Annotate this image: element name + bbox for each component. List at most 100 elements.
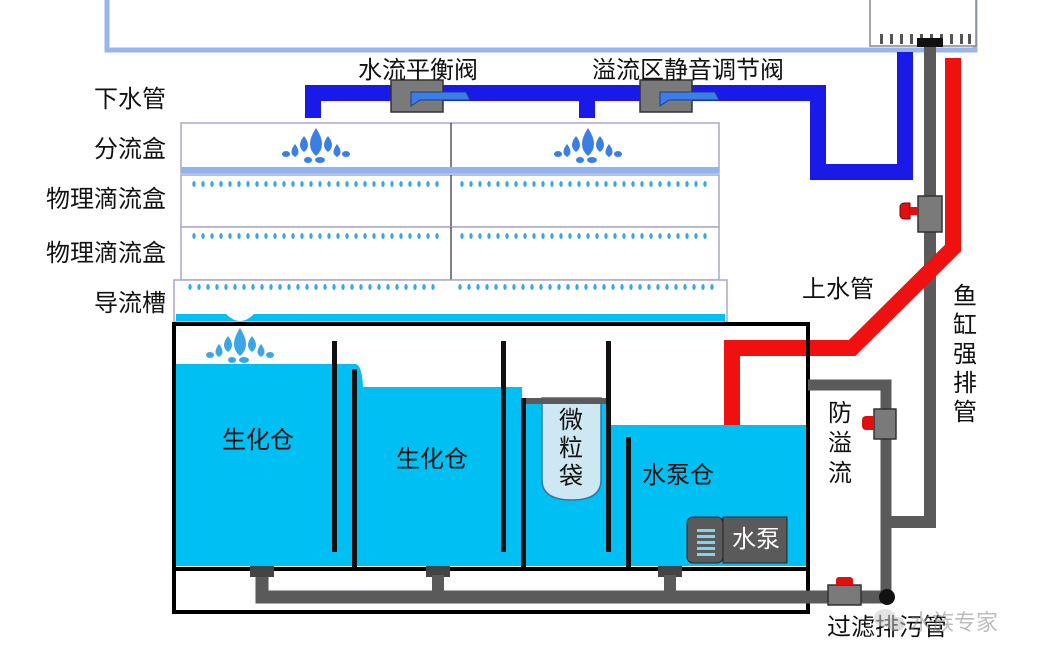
drip-dot (260, 284, 264, 290)
label-balance-valve: 水流平衡阀 (358, 56, 478, 84)
drip-dot (255, 233, 259, 239)
drip-dot (467, 284, 471, 290)
filter-drain-valve[interactable] (827, 577, 895, 606)
drip-dot (613, 233, 617, 239)
drip-dot (273, 181, 277, 187)
drip-dot (550, 181, 554, 187)
label-bio-chamber-2: 生化仓 (396, 445, 468, 473)
drip-dot (676, 233, 680, 239)
drip-dot (539, 284, 543, 290)
drip-dot (192, 181, 196, 187)
inlet-pipe (724, 58, 961, 518)
drip-box-1 (180, 174, 720, 228)
label-silent-valve: 溢流区静音调节阀 (592, 56, 784, 84)
label-anti-overflow-char: 防 (828, 399, 852, 427)
label-guide-trough: 导流槽 (94, 289, 166, 317)
drip-dot (595, 181, 599, 187)
drip-dot (350, 284, 354, 290)
drip-dot (390, 233, 394, 239)
handwheel-icon[interactable] (836, 577, 853, 585)
drip-dot (332, 284, 336, 290)
drip-dot (323, 284, 327, 290)
drip-dot (638, 284, 642, 290)
valve-icon[interactable] (659, 91, 720, 107)
drip-dot (336, 233, 340, 239)
drip-dot (237, 181, 241, 187)
drip-dot (685, 181, 689, 187)
drip-dot (210, 233, 214, 239)
silent-adjust-valve[interactable] (639, 79, 720, 113)
drip-dot (667, 233, 671, 239)
balance-valve[interactable] (390, 79, 471, 113)
drip-dot (658, 233, 662, 239)
watermark: 水族专家 (874, 609, 998, 636)
drip-dot (363, 181, 367, 187)
label-pump: 水泵 (732, 525, 780, 553)
drip-dot (269, 284, 273, 290)
drip-dot (703, 233, 707, 239)
drip-dot (188, 284, 192, 290)
handwheel-icon[interactable] (862, 416, 874, 430)
drip-dot (665, 284, 669, 290)
drip-dot (318, 181, 322, 187)
drip-dot (390, 181, 394, 187)
drip-dot (291, 233, 295, 239)
drip-dot (575, 284, 579, 290)
drip-dot (476, 284, 480, 290)
blue-downpipe (305, 52, 913, 180)
label-splitter-box: 分流盒 (94, 135, 166, 163)
drip-dot (237, 233, 241, 239)
drip-dot (631, 181, 635, 187)
drip-dot (559, 181, 563, 187)
label-micro-bag-char: 粒 (559, 434, 583, 462)
drip-dot (413, 284, 417, 290)
drip-dot (341, 284, 345, 290)
drip-dot (469, 181, 473, 187)
valve-icon[interactable] (410, 91, 471, 107)
drip-dot (487, 233, 491, 239)
drip-dot (640, 181, 644, 187)
drip-dot (210, 181, 214, 187)
drip-dot (246, 181, 250, 187)
drip-dot (577, 233, 581, 239)
splitter-box (180, 122, 720, 174)
drip-dot (386, 284, 390, 290)
drip-dot (629, 284, 633, 290)
label-anti-overflow-char: 流 (828, 459, 852, 487)
anti-overflow-pipe (808, 379, 897, 597)
drip-dot (674, 284, 678, 290)
label-tank-drain-char: 缸 (953, 311, 977, 339)
drip-dot (431, 284, 435, 290)
drip-dot (676, 181, 680, 187)
drain-valve[interactable] (899, 195, 943, 233)
droplet-icon (206, 328, 274, 363)
drip-dot (604, 233, 608, 239)
drip-dot (532, 233, 536, 239)
drip-dot (692, 284, 696, 290)
drip-dot (242, 284, 246, 290)
handwheel-icon[interactable] (899, 202, 911, 220)
drip-dot (514, 233, 518, 239)
drip-dot (291, 181, 295, 187)
drip-dot (649, 233, 653, 239)
drip-dot (694, 233, 698, 239)
drip-dot (611, 284, 615, 290)
drip-dot (327, 181, 331, 187)
drip-dot (514, 181, 518, 187)
drip-dot (656, 284, 660, 290)
droplet-icon (554, 128, 622, 163)
label-inlet-pipe: 上水管 (802, 275, 874, 303)
label-micro-bag-char: 袋 (559, 462, 583, 490)
drip-dot (622, 233, 626, 239)
drip-dot (219, 181, 223, 187)
drip-dot (620, 284, 624, 290)
drip-dot (264, 181, 268, 187)
drip-dot (363, 233, 367, 239)
drip-dot (523, 233, 527, 239)
drip-dots (188, 181, 714, 290)
sump-tank (172, 322, 888, 614)
drip-dot (215, 284, 219, 290)
drip-dot (548, 284, 552, 290)
label-tank-drain-char: 鱼 (953, 282, 977, 310)
drip-dot (613, 181, 617, 187)
